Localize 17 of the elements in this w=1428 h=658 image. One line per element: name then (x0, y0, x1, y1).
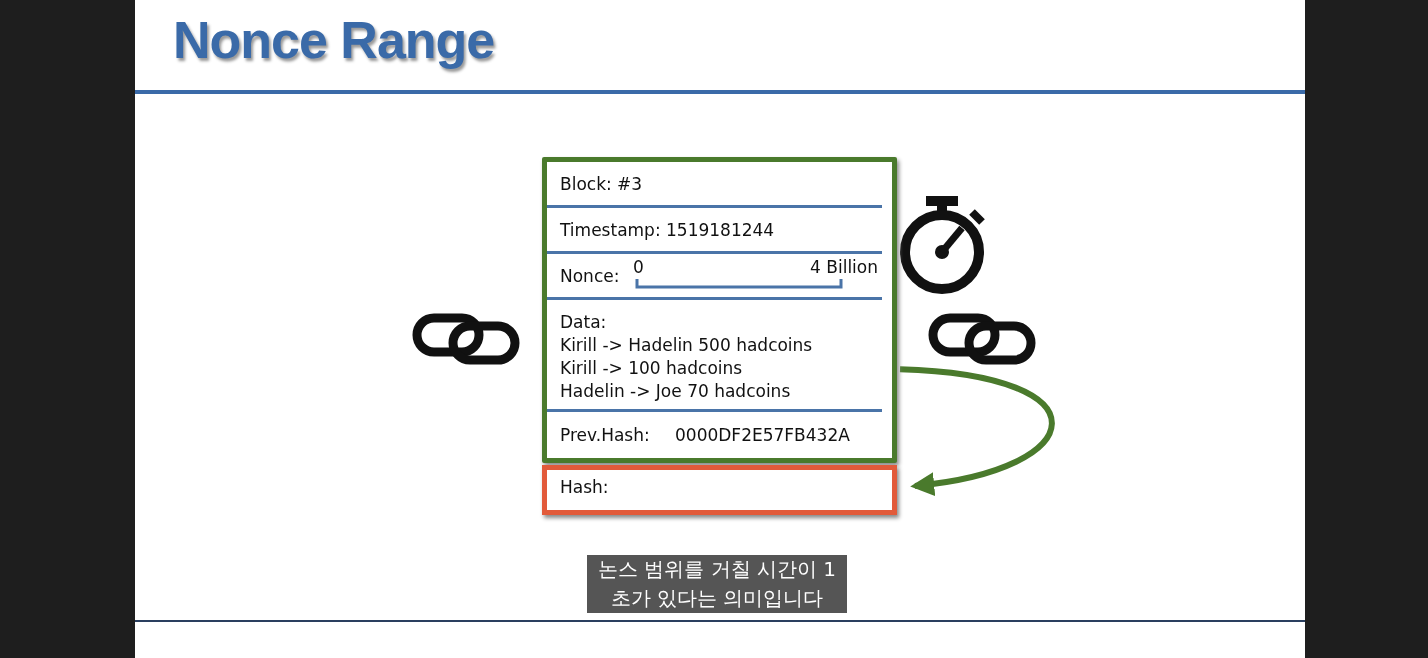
range-end: 4 Billion (810, 257, 878, 277)
field-label: Block: #3 (560, 174, 643, 194)
subtitle-text: 논스 범위를 거칠 시간이 1초가 있다는 의미입니다 (587, 555, 847, 613)
field-label: Nonce: (560, 266, 620, 286)
transaction-text: Kirill -> Hadelin 500 hadcoins (560, 335, 813, 355)
block-box (542, 157, 897, 463)
field-label: Timestamp: 1519181244 (560, 220, 775, 240)
curved-arrow (899, 366, 1055, 496)
hash-box (542, 465, 897, 515)
slide-title: Nonce Range (173, 10, 495, 70)
range-start: 0 (633, 257, 644, 277)
hash-value: 0000DF2E57FB432A (675, 425, 850, 445)
transaction-text: Hadelin -> Joe 70 hadcoins (560, 381, 791, 401)
field-label: Prev.Hash: (560, 425, 650, 445)
transaction-text: Kirill -> 100 hadcoins (560, 358, 743, 378)
field-label: Hash: (560, 477, 609, 497)
field-label: Data: (560, 312, 607, 332)
